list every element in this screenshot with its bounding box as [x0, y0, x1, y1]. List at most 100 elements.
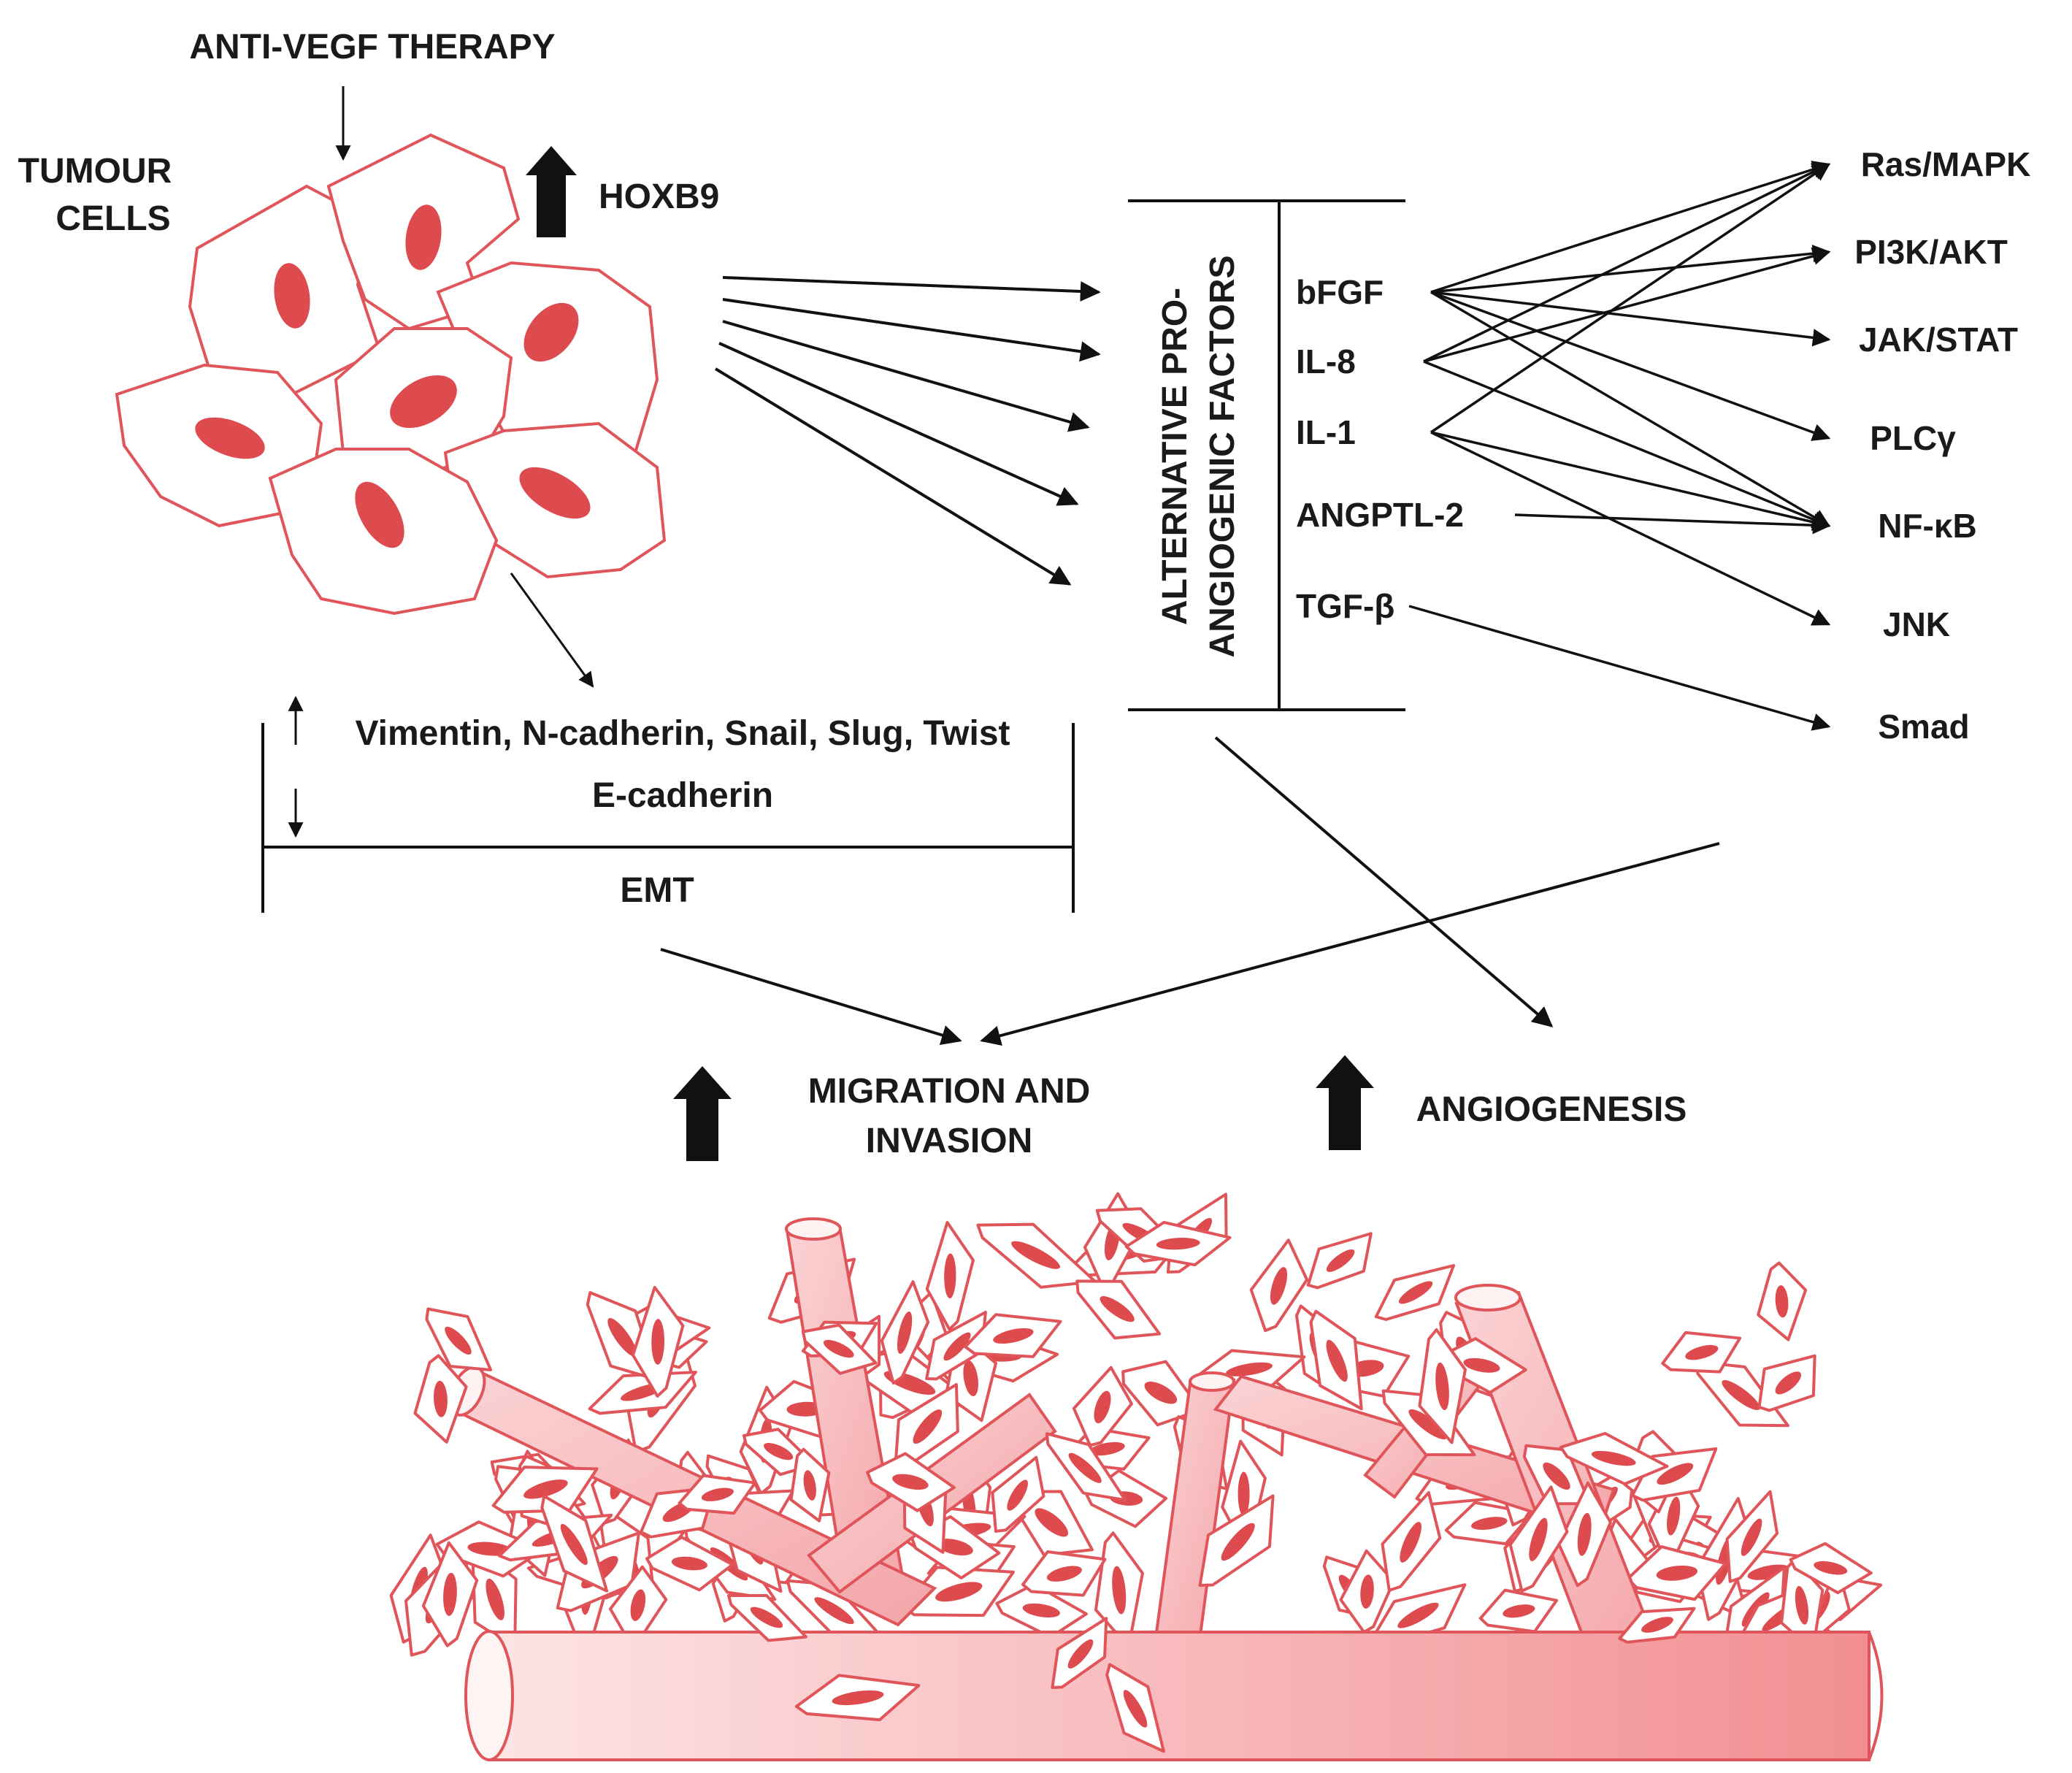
invading-cell	[1789, 1542, 1873, 1595]
invading-cell	[925, 1221, 975, 1331]
invading-cell	[794, 1674, 921, 1722]
tumour-label-line2: CELLS	[55, 199, 170, 238]
connector-il-1-to-nf-b	[1430, 431, 1831, 531]
factors-bracket	[1128, 199, 1405, 711]
pathway-ras-mapk: Ras/MAPK	[1861, 145, 2031, 183]
invading-cell	[1478, 1588, 1558, 1634]
migration-label-line2: INVASION	[866, 1122, 1032, 1160]
invading-cell	[1051, 1617, 1108, 1689]
invading-cell	[1381, 1491, 1442, 1592]
invading-cells-back	[389, 1192, 1883, 1659]
invading-cell	[1124, 1220, 1232, 1267]
factors-to-angiogenesis-arrow	[1214, 736, 1554, 1027]
invading-cell	[1557, 1481, 1612, 1588]
invading-cell	[1780, 1558, 1824, 1653]
pathway-nf-b: NF-κB	[1878, 507, 1977, 545]
invading-cell	[678, 1474, 757, 1515]
angiogenesis-up-arrow	[1316, 1055, 1374, 1150]
factor-il-1: IL-1	[1296, 413, 1356, 451]
angiogenesis-label: ANGIOGENESIS	[1416, 1090, 1687, 1129]
invading-cell	[1618, 1607, 1696, 1644]
invading-cell	[789, 1447, 831, 1523]
invading-cell	[1508, 1485, 1569, 1593]
invading-cell	[1339, 1549, 1395, 1634]
pathways-to-migration-arrow	[980, 842, 1720, 1046]
invading-cell	[645, 1536, 734, 1592]
connector-il-1-to-jnk	[1430, 431, 1831, 626]
factor-il-8: IL-8	[1296, 342, 1356, 380]
emt-cells-arrow	[510, 573, 594, 688]
invading-cell	[1374, 1264, 1456, 1322]
invading-cell	[1559, 1431, 1669, 1486]
invading-cell	[540, 1494, 609, 1593]
migration-label-line1: MIGRATION AND	[808, 1072, 1091, 1111]
connector-il-8-to-pi3k-akt	[1423, 247, 1831, 363]
pathway-jak-stat: JAK/STAT	[1859, 321, 2018, 359]
invading-cells-front	[413, 1261, 1816, 1644]
invading-cell	[1309, 1309, 1363, 1411]
invading-cell	[1021, 1550, 1107, 1597]
invading-cell	[1072, 1366, 1133, 1447]
factor-tgf: TGF-β	[1296, 587, 1394, 625]
invading-cell	[1626, 1545, 1727, 1601]
emt-to-migration-arrow	[660, 948, 962, 1046]
emt-markers-down-text: E-cadherin	[592, 776, 773, 815]
tumour-cell	[436, 261, 659, 470]
invading-cell	[1725, 1490, 1779, 1583]
connector-bfgf-to-plc	[1430, 291, 1831, 441]
invading-cell	[976, 1222, 1097, 1289]
invading-cell	[631, 1285, 685, 1398]
tumour-cells-cluster	[115, 133, 667, 616]
invading-cell	[1075, 1279, 1162, 1340]
invading-cell	[964, 1313, 1062, 1358]
migration-up-arrow	[673, 1066, 732, 1161]
factor-angptl-2: ANGPTL-2	[1296, 496, 1464, 534]
connector-bfgf-to-jak-stat	[1430, 291, 1831, 347]
connector-angptl-2-to-nf-b	[1514, 513, 1831, 535]
factors-title-line1: ALTERNATIVE PRO-	[1156, 288, 1194, 625]
invading-cell	[1198, 1494, 1275, 1587]
pathway-pi3k-akt: PI3K/AKT	[1854, 233, 2008, 271]
invading-cell	[413, 1354, 468, 1444]
pathway-plc: PLCγ	[1870, 419, 1956, 457]
invading-cell	[421, 1541, 479, 1647]
hoxb9-label: HOXB9	[599, 177, 719, 216]
tumour-cell	[268, 448, 499, 616]
anti-vegf-label: ANTI-VEGF THERAPY	[189, 28, 555, 66]
invading-cell	[866, 1452, 956, 1512]
invading-cell	[1418, 1328, 1467, 1444]
connector-bfgf-to-ras-mapk	[1430, 161, 1831, 294]
pathway-jnk: JNK	[1883, 605, 1950, 643]
connector-bfgf-to-pi3k-akt	[1430, 245, 1831, 294]
connector-il-8-to-nf-b	[1423, 360, 1831, 529]
invading-cell	[1661, 1330, 1742, 1374]
invading-cell	[1306, 1232, 1373, 1290]
tumour-label-line1: TUMOUR	[18, 152, 172, 191]
invading-cell	[991, 1455, 1045, 1533]
factor-bfgf: bFGF	[1296, 273, 1384, 311]
invading-cell	[801, 1323, 878, 1375]
pathway-connectors	[1408, 161, 1831, 731]
hoxb9-up-arrow	[526, 146, 577, 237]
emt-label: EMT	[620, 871, 694, 910]
invading-cell	[425, 1307, 493, 1371]
factors-title-line2: ANGIOGENIC FACTORS	[1203, 255, 1242, 657]
invading-cell	[1757, 1261, 1808, 1341]
connector-bfgf-to-nf-b	[1430, 291, 1831, 527]
emt-markers-up-text: Vimentin, N-cadherin, Snail, Slug, Twist	[355, 714, 1010, 753]
connector-il-8-to-ras-mapk	[1423, 163, 1831, 363]
invading-cell	[727, 1593, 807, 1642]
invading-cells-overlay	[727, 1593, 1696, 1753]
connector-tgf-to-smad	[1408, 605, 1831, 731]
invading-cell	[880, 1280, 930, 1385]
invading-cell	[491, 1466, 599, 1514]
invading-cell	[1249, 1238, 1309, 1333]
invading-cell	[1757, 1354, 1816, 1412]
invading-cell	[1105, 1663, 1165, 1753]
connector-il-1-to-ras-mapk	[1430, 163, 1831, 434]
emt-bracket	[261, 723, 1075, 913]
invading-cell	[1522, 1444, 1592, 1506]
